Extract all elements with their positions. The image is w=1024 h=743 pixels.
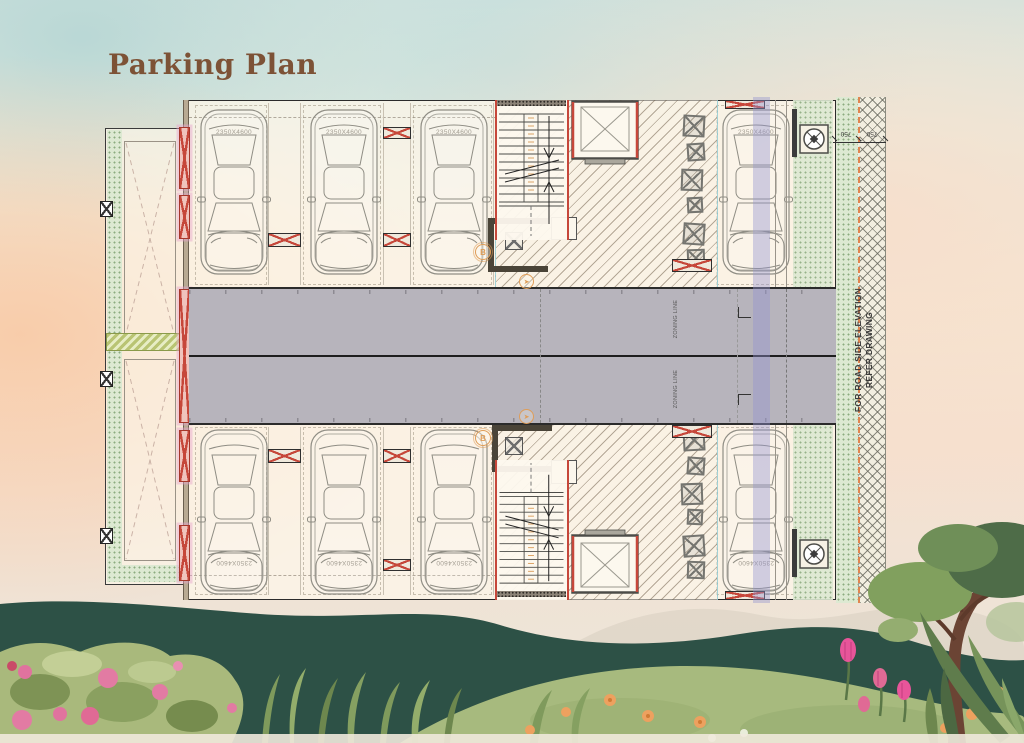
driveway-dashed-line bbox=[540, 289, 541, 423]
zoning-band-overlay bbox=[753, 97, 770, 603]
stair-treads bbox=[497, 460, 566, 591]
stall-divider bbox=[493, 103, 494, 285]
utility-circle-symbol bbox=[799, 539, 829, 569]
stall-divider bbox=[493, 427, 494, 595]
storage-square bbox=[680, 482, 704, 506]
driveway-dashed-line bbox=[737, 289, 738, 423]
storage-square bbox=[686, 196, 704, 214]
red-column bbox=[179, 525, 190, 581]
utility-box bbox=[505, 437, 523, 455]
green-hatch-strip-left bbox=[107, 130, 122, 581]
stall-divider bbox=[268, 103, 269, 285]
road-note-line1: FOR ROAD SIDE ELEVATION bbox=[853, 287, 863, 413]
red-column bbox=[179, 195, 190, 239]
parking-stall bbox=[413, 105, 492, 285]
staircase-top bbox=[495, 100, 569, 240]
column-x-marker bbox=[268, 233, 301, 247]
stair-treads bbox=[497, 106, 566, 239]
zoning-line-label: ZONING LINE bbox=[673, 369, 679, 409]
storage-square bbox=[682, 114, 706, 138]
stall-divider bbox=[383, 427, 384, 595]
direction-arrow-marker: ➤ bbox=[519, 274, 534, 289]
stall-dimension-label: 2350X4600 bbox=[326, 129, 362, 136]
wall-bar bbox=[792, 109, 797, 157]
road-margin-hatch bbox=[858, 97, 886, 603]
grid-bubble: B bbox=[472, 241, 494, 263]
column-x-marker bbox=[725, 100, 765, 109]
stall-dimension-label: 2350X4600 bbox=[326, 559, 362, 566]
stall-dimension-label: 2350X4600 bbox=[436, 559, 472, 566]
driveway bbox=[189, 287, 836, 425]
floor-plan: 2350X4600 2350X4600 2350X4600 2350X4600 … bbox=[100, 97, 889, 603]
column-x-marker bbox=[672, 259, 712, 272]
elevator-bottom bbox=[571, 528, 639, 594]
stall-dimension-label: 2350X4600 bbox=[738, 129, 774, 136]
stall-divider bbox=[268, 427, 269, 595]
stall-dimension-label: 2350X4600 bbox=[216, 559, 252, 566]
zoning-line-label: ZONING LINE bbox=[673, 299, 679, 339]
car-top-view bbox=[417, 427, 491, 602]
parking-stall bbox=[303, 105, 381, 285]
elevator-top bbox=[571, 100, 639, 166]
storage-square bbox=[680, 168, 704, 192]
entry-court-top bbox=[124, 141, 176, 336]
storage-square bbox=[686, 508, 704, 526]
wall-column-marker bbox=[100, 371, 113, 387]
column-x-marker bbox=[383, 559, 411, 571]
stall-dimension-label: 2350X4600 bbox=[216, 129, 252, 136]
storage-square bbox=[686, 560, 706, 580]
median-hatch-band bbox=[106, 333, 183, 351]
column-x-marker bbox=[725, 591, 765, 600]
column-x-marker bbox=[383, 233, 411, 247]
curb-mark bbox=[738, 394, 751, 405]
green-verge-strip bbox=[836, 97, 858, 603]
column-x-marker bbox=[672, 425, 712, 438]
curb-line bbox=[786, 425, 787, 600]
dimension-value: 750 bbox=[866, 130, 878, 137]
stair-wall bbox=[497, 591, 566, 597]
driveway-centerline bbox=[189, 355, 836, 357]
grid-bubble: B bbox=[472, 427, 494, 449]
dimension-line bbox=[833, 142, 886, 143]
wall-bar bbox=[792, 529, 797, 577]
curb-line bbox=[775, 425, 776, 600]
driveway-ticks bbox=[189, 418, 836, 422]
stall-divider bbox=[410, 103, 411, 285]
entry-ramp-block bbox=[100, 128, 185, 585]
storage-square bbox=[686, 456, 706, 476]
stall-divider bbox=[383, 103, 384, 285]
stall-divider bbox=[300, 427, 301, 595]
car-top-view bbox=[307, 427, 381, 602]
car-top-view bbox=[197, 427, 271, 602]
column-x-marker bbox=[383, 127, 411, 139]
storage-square bbox=[682, 222, 706, 246]
green-margin-bottom bbox=[793, 425, 833, 600]
wall-column-marker bbox=[100, 201, 113, 217]
stall-divider bbox=[300, 103, 301, 285]
wall-column-marker bbox=[100, 528, 113, 544]
curb-line bbox=[775, 100, 776, 287]
direction-arrow-marker: ➤ bbox=[519, 409, 534, 424]
dimension-value: 750 bbox=[840, 130, 852, 137]
curb-line bbox=[786, 100, 787, 287]
stall-dimension-label: 2350X4600 bbox=[436, 129, 472, 136]
column-x-marker bbox=[383, 449, 411, 463]
storage-square bbox=[682, 534, 706, 558]
red-column bbox=[179, 430, 190, 482]
staircase-bottom bbox=[495, 460, 569, 600]
curb-mark bbox=[738, 307, 751, 318]
page-title: Parking Plan bbox=[108, 48, 318, 81]
driveway-ticks bbox=[189, 290, 836, 294]
column-x-marker bbox=[268, 449, 301, 463]
stair-wall bbox=[497, 100, 566, 106]
stall-divider bbox=[410, 427, 411, 595]
road-note-line2: REFER DRAWING bbox=[864, 311, 874, 389]
entry-court-bottom bbox=[124, 359, 176, 561]
utility-circle-symbol bbox=[799, 124, 829, 154]
red-column bbox=[179, 127, 190, 189]
zoning-line bbox=[786, 289, 787, 423]
green-hatch-strip-bottom bbox=[107, 565, 182, 582]
storage-square bbox=[686, 142, 706, 162]
road-side-note: FOR ROAD SIDE ELEVATION REFER DRAWING bbox=[853, 265, 879, 435]
